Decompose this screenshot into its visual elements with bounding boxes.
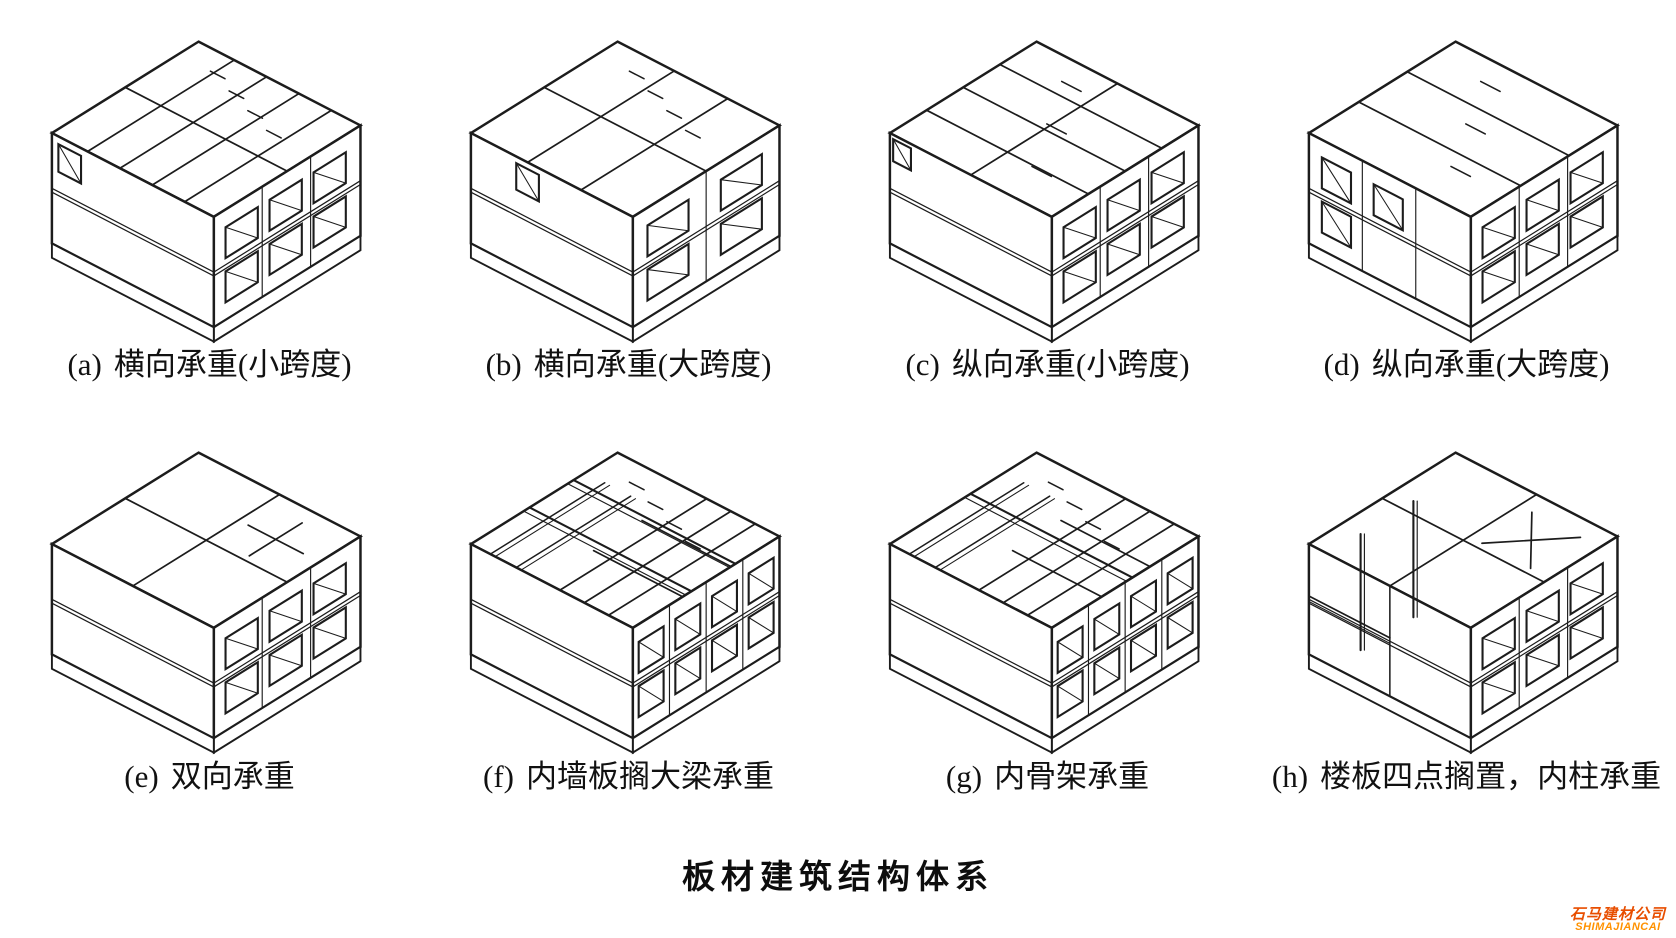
figure-label-c: (c) bbox=[905, 347, 940, 382]
figure-caption-e: 双向承重 bbox=[170, 759, 295, 794]
figure-label-g: (g) bbox=[945, 759, 983, 794]
building-drawing-g bbox=[886, 451, 1201, 755]
caption-f: (f) 内墙板搁大梁承重 bbox=[419, 759, 838, 822]
figure-caption-f: 内墙板搁大梁承重 bbox=[525, 759, 774, 794]
figure-label-h: (h) bbox=[1271, 759, 1309, 794]
figure-e bbox=[0, 410, 419, 760]
watermark: 石马建材公司 SHIMAJIANCAI bbox=[1569, 905, 1666, 934]
caption-e: (e) 双向承重 bbox=[0, 759, 419, 822]
building-drawing-a bbox=[48, 40, 363, 344]
figure-label-f: (f) bbox=[483, 759, 514, 794]
figure-caption-c: 纵向承重(小跨度) bbox=[951, 347, 1190, 382]
caption-d: (d) 纵向承重(大跨度) bbox=[1257, 347, 1676, 410]
figure-h bbox=[1257, 410, 1676, 760]
building-drawing-b bbox=[467, 40, 782, 344]
figure-label-a: (a) bbox=[67, 347, 102, 382]
figure-label-e: (e) bbox=[124, 759, 159, 794]
caption-b: (b) 横向承重(大跨度) bbox=[419, 347, 838, 410]
caption-a: (a) 横向承重(小跨度) bbox=[0, 347, 419, 410]
figure-b bbox=[419, 0, 838, 348]
building-drawing-e bbox=[48, 451, 363, 755]
figure-label-d: (d) bbox=[1323, 347, 1360, 382]
figure-caption-g: 内骨架承重 bbox=[994, 759, 1150, 794]
figure-c bbox=[838, 0, 1257, 348]
figure-a bbox=[0, 0, 419, 348]
caption-g: (g) 内骨架承重 bbox=[838, 759, 1257, 822]
building-drawing-h bbox=[1305, 451, 1620, 755]
building-drawing-c bbox=[886, 40, 1201, 344]
building-drawing-f bbox=[467, 451, 782, 755]
figure-f bbox=[419, 410, 838, 760]
page-title: 板材建筑结构体系 bbox=[682, 858, 994, 895]
figure-caption-b: 横向承重(大跨度) bbox=[533, 347, 772, 382]
caption-h: (h) 楼板四点搁置，内柱承重 bbox=[1257, 759, 1676, 822]
figure-caption-h: 楼板四点搁置，内柱承重 bbox=[1320, 759, 1662, 794]
building-drawing-d bbox=[1305, 40, 1620, 344]
figure-grid: (a) 横向承重(小跨度) (b) 横向承重(大跨度) (c) 纵向承重(小跨度… bbox=[0, 0, 1676, 822]
watermark-company-romanized: SHIMAJIANCAI bbox=[1575, 921, 1661, 934]
watermark-company-name: 石马建材公司 bbox=[1569, 905, 1666, 923]
figure-caption-d: 纵向承重(大跨度) bbox=[1371, 347, 1610, 382]
figure-g bbox=[838, 410, 1257, 760]
figure-label-b: (b) bbox=[485, 347, 522, 382]
figure-caption-a: 横向承重(小跨度) bbox=[113, 347, 352, 382]
caption-c: (c) 纵向承重(小跨度) bbox=[838, 347, 1257, 410]
figure-d bbox=[1257, 0, 1676, 348]
